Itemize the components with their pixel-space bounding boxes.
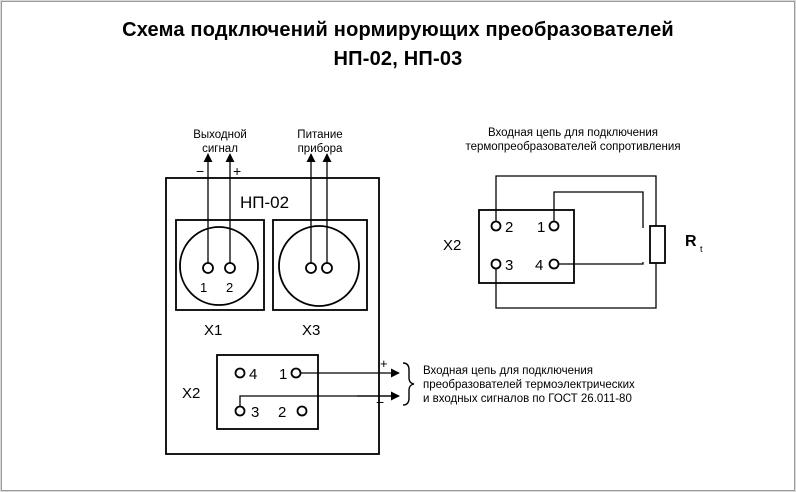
x1-pin-2-label: 2	[226, 280, 233, 295]
x2-pin-3-label: 3	[251, 404, 259, 421]
x2-pin-4	[234, 367, 246, 379]
rtd-wire-2	[495, 175, 657, 228]
rtd-connection: Входная цепь для подключения термопреобр…	[443, 127, 703, 309]
rtd-pin-3-label: 3	[505, 257, 513, 274]
rtd-pin-4-label: 4	[535, 257, 543, 274]
x2-pin-3-wire	[239, 395, 399, 406]
rtd-wire-4	[558, 262, 644, 265]
x2-pin-2-label: 2	[278, 404, 286, 421]
rtd-wire-3	[495, 262, 657, 309]
x1-label: X1	[204, 322, 222, 339]
power-label-2: прибора	[298, 143, 343, 155]
x3-label: X3	[302, 322, 320, 339]
rtd-x2-label: X2	[443, 237, 461, 254]
np02-housing	[165, 177, 380, 455]
x3-pin-2	[321, 262, 333, 274]
x3-pin-1	[305, 262, 317, 274]
rt-subscript: t	[700, 244, 703, 254]
np02-device: НП-02 Выходной сигнал − + Питание прибор…	[165, 129, 635, 455]
connector-x3	[272, 219, 368, 311]
x2-pin-1	[290, 367, 302, 379]
rtd-pin-1	[548, 220, 560, 232]
tc-brace	[402, 362, 415, 406]
resistor-rt	[649, 225, 666, 264]
x1-pin-2	[224, 262, 236, 274]
rtd-pin-3	[490, 258, 502, 270]
x2-label: X2	[182, 385, 200, 402]
device-label: НП-02	[240, 193, 289, 212]
output-minus-sign: −	[196, 163, 204, 179]
title-line-1: Схема подключений нормирующих преобразов…	[122, 19, 674, 41]
tc-description-3: и входных сигналов по ГОСТ 26.011-80	[423, 393, 632, 405]
rtd-x2-connector	[478, 209, 575, 284]
tc-plus-sign: +	[380, 356, 388, 371]
tc-description-2: преобразователей термоэлектрических	[423, 379, 635, 391]
connector-x1: 1 2	[175, 219, 265, 311]
x1-pin-1-label: 1	[200, 280, 207, 295]
x2-pin-2	[296, 405, 308, 417]
connector-x2: 4 1 3 2	[216, 354, 399, 430]
rtd-wire-1	[553, 191, 644, 228]
rtd-pin-1-label: 1	[537, 219, 545, 236]
x1-pin-1	[202, 262, 214, 274]
rtd-description-2: термопреобразователей сопротивления	[465, 141, 680, 153]
x2-pin-4-label: 4	[249, 366, 257, 383]
x2-pin-3	[234, 405, 246, 417]
output-signal-label-1: Выходной	[193, 129, 247, 141]
tc-description-1: Входная цепь для подключения	[423, 365, 593, 377]
rtd-description-1: Входная цепь для подключения	[488, 127, 658, 139]
page-title: Схема подключений нормирующих преобразов…	[2, 16, 794, 74]
output-plus-sign: +	[233, 163, 241, 179]
rt-label: R	[685, 233, 697, 250]
x2-pin-1-label: 1	[279, 366, 287, 383]
output-signal-label-2: сигнал	[202, 143, 238, 155]
rtd-pin-2-label: 2	[505, 219, 513, 236]
rtd-pin-2	[490, 220, 502, 232]
tc-minus-sign: −	[376, 394, 384, 410]
power-label-1: Питание	[297, 129, 342, 141]
rtd-pin-4	[548, 258, 560, 270]
title-line-2: НП-02, НП-03	[333, 48, 463, 70]
